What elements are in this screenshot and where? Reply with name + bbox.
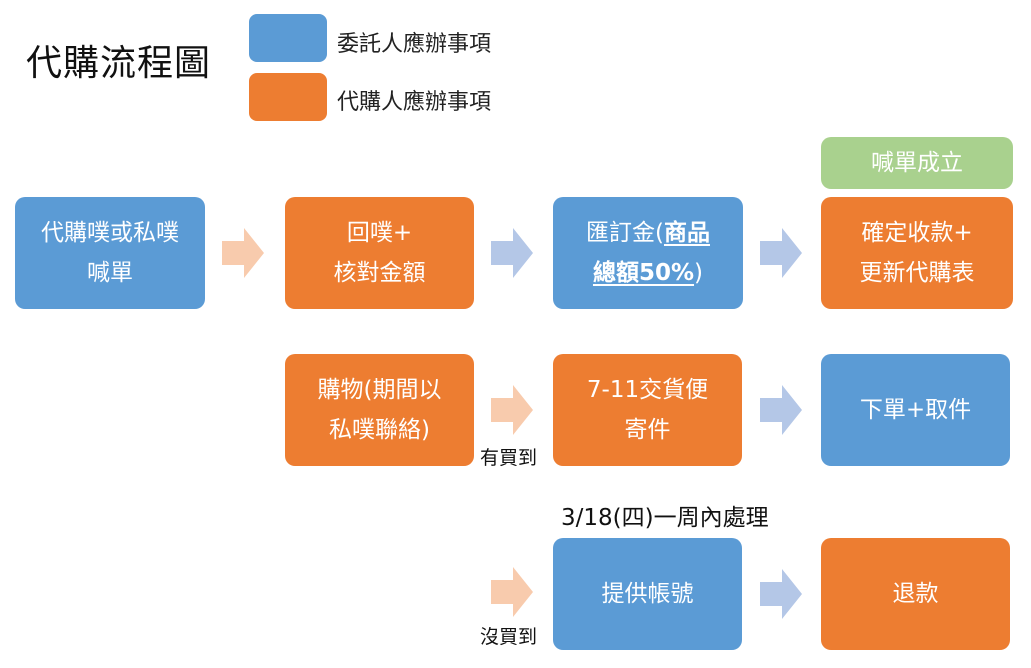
legend-swatch-agent [249, 73, 327, 121]
step-order-post: 代購噗或私噗 喊單 [15, 197, 205, 309]
step-ship-711: 7-11交貨便 寄件 [553, 354, 742, 466]
legend-label-agent: 代購人應辦事項 [337, 90, 492, 115]
step-refund-label: 退款 [892, 581, 939, 607]
step-shopping-line1: 購物(期間以 [317, 377, 442, 403]
step-pay-deposit-prefix: 匯訂金( [586, 220, 664, 246]
step-ship-711-line1: 7-11交貨便 [586, 377, 709, 403]
legend-swatch-client [249, 14, 327, 62]
step-reply-verify-line2: 核對金額 [333, 260, 426, 286]
step-reply-verify: 回噗+ 核對金額 [285, 197, 474, 309]
step-provide-account: 提供帳號 [553, 538, 742, 650]
arrow-right-icon [222, 228, 264, 278]
step-pay-deposit: 匯訂金(商品 總額50%) [553, 197, 743, 309]
arrow-right-icon [760, 385, 802, 435]
step-provide-account-label: 提供帳號 [601, 581, 694, 607]
step-shopping-line2: 私噗聯絡) [329, 417, 430, 443]
arrow-right-icon [760, 228, 802, 278]
step-refund: 退款 [821, 538, 1010, 650]
step-order-pickup-label: 下單+取件 [859, 397, 972, 423]
step-reply-verify-line1: 回噗+ [346, 220, 413, 246]
deadline-note: 3/18(四)一周內處理 [561, 505, 769, 531]
legend-label-client: 委託人應辦事項 [337, 32, 492, 57]
branch-label-not-bought: 沒買到 [480, 626, 538, 648]
page-title: 代購流程圖 [26, 43, 212, 84]
step-confirm-payment-line1: 確定收款+ [861, 220, 973, 246]
step-order-post-line1: 代購噗或私噗 [41, 220, 179, 246]
step-pay-deposit-bold2: 總額50% [592, 260, 695, 286]
step-confirm-payment-line2: 更新代購表 [859, 260, 975, 286]
step-confirm-payment: 確定收款+ 更新代購表 [821, 197, 1013, 309]
step-pay-deposit-suffix: ) [694, 260, 704, 286]
step-shopping: 購物(期間以 私噗聯絡) [285, 354, 474, 466]
arrow-right-icon [760, 569, 802, 619]
arrow-right-icon [491, 228, 533, 278]
arrow-right-icon [491, 385, 533, 435]
branch-label-bought: 有買到 [480, 447, 538, 469]
step-pay-deposit-bold1: 商品 [663, 220, 710, 246]
step-ship-711-line2: 寄件 [624, 417, 671, 443]
step-order-post-line2: 喊單 [87, 260, 133, 286]
status-order-confirmed-label: 喊單成立 [871, 150, 963, 176]
status-order-confirmed: 喊單成立 [821, 137, 1013, 189]
arrow-right-icon [491, 567, 533, 617]
step-order-pickup: 下單+取件 [821, 354, 1010, 466]
